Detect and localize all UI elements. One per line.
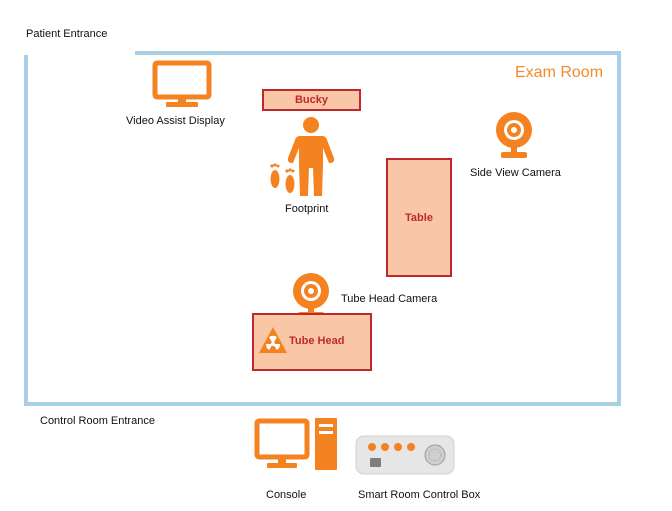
patient-entrance-label: Patient Entrance <box>26 28 108 40</box>
smart-room-control-box-label: Smart Room Control Box <box>358 489 481 501</box>
table-label: Table <box>405 211 433 224</box>
tube-head-box: Tube Head <box>252 313 372 371</box>
control-box-icon <box>355 435 455 475</box>
radiation-icon <box>259 327 287 353</box>
exam-room-wall-bottom <box>24 402 621 406</box>
tube-head-label: Tube Head <box>289 335 345 347</box>
exam-room-wall-left <box>24 55 28 405</box>
tube-head-camera-label: Tube Head Camera <box>341 293 438 305</box>
exam-room-title: Exam Room <box>515 64 604 81</box>
webcam-icon <box>496 112 532 158</box>
desktop-computer-icon <box>254 418 337 470</box>
exam-room-wall-top <box>135 51 621 55</box>
monitor-icon <box>152 60 212 107</box>
footprint-label: Footprint <box>285 203 329 215</box>
table-box: Table <box>386 158 452 277</box>
bucky-label: Bucky <box>294 94 329 106</box>
person-icon <box>287 117 335 196</box>
side-view-camera-label: Side View Camera <box>470 167 561 179</box>
video-assist-display-label: Video Assist Display <box>126 115 225 127</box>
footprint-icon <box>270 163 295 193</box>
bucky-box: Bucky <box>262 89 361 111</box>
control-room-entrance-label: Control Room Entrance <box>40 415 155 427</box>
console-label: Console <box>266 489 307 501</box>
webcam-icon <box>293 273 329 318</box>
exam-room-wall-right <box>617 51 621 405</box>
